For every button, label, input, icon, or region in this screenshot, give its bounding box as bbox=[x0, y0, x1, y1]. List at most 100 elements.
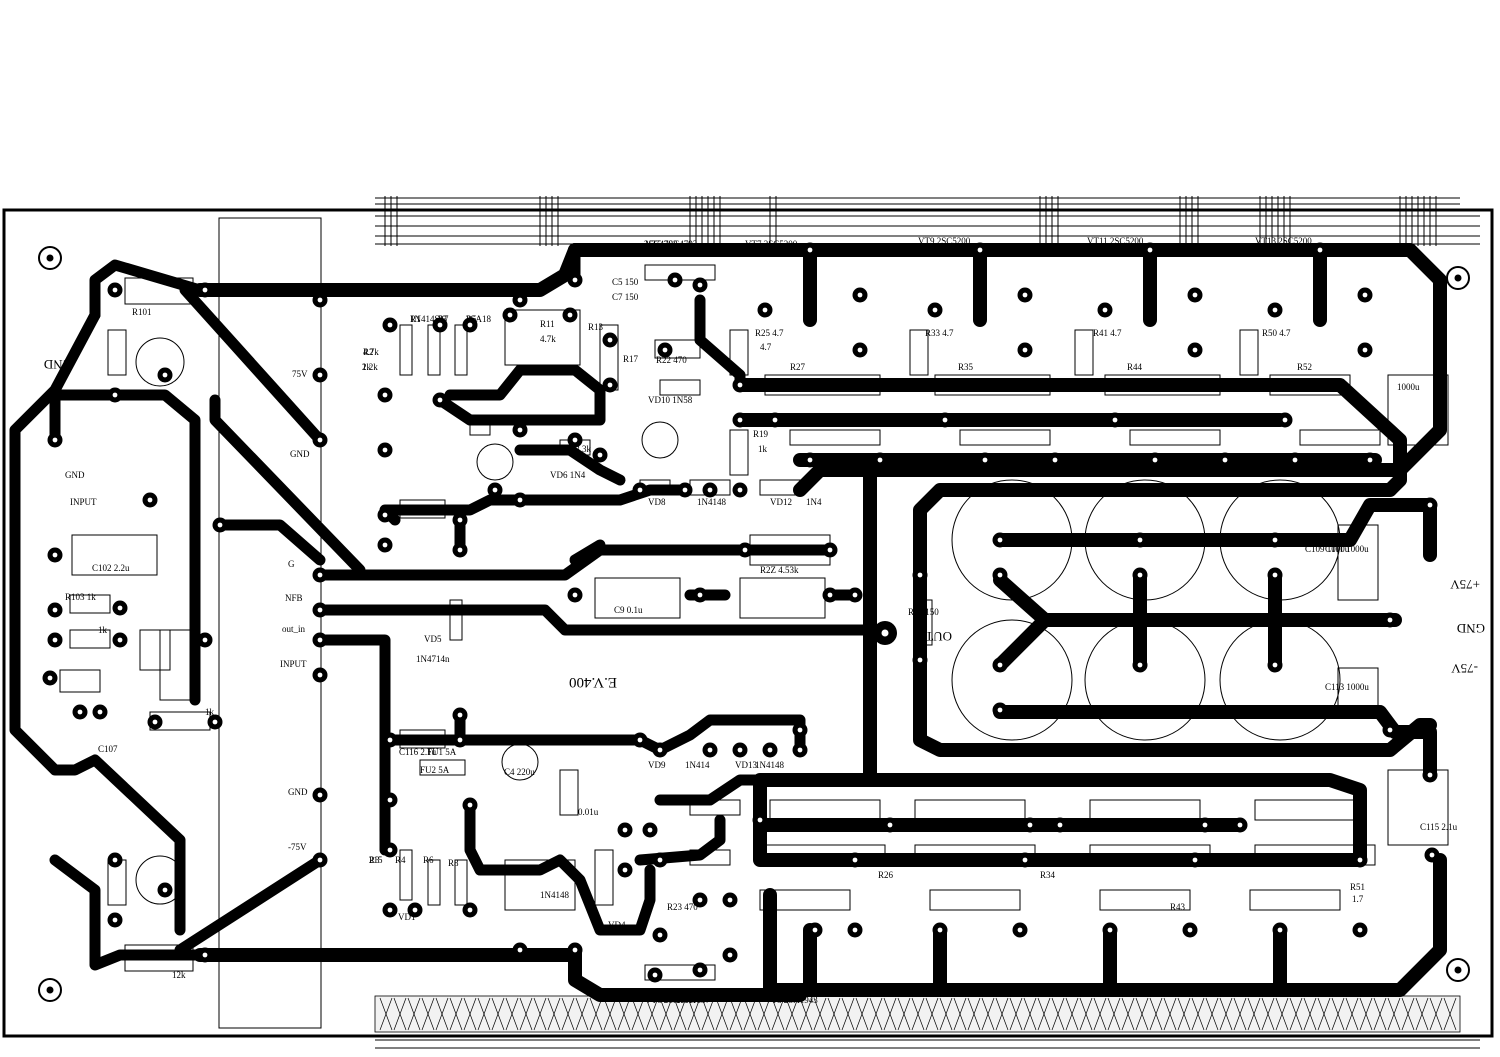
designator-label: 33 bbox=[438, 314, 448, 324]
designator-label: R51 bbox=[1350, 882, 1365, 892]
designator-label: VD6 1N4 bbox=[550, 470, 586, 480]
designator-label: 4.7 bbox=[760, 342, 772, 352]
designator-label: FU2 5A bbox=[420, 765, 450, 775]
designator-label: R35 bbox=[958, 362, 974, 372]
r103-label: R103 1k bbox=[65, 592, 96, 602]
designator-label: 1N414S bbox=[410, 314, 440, 324]
gnd-left-label: GND bbox=[44, 357, 72, 372]
r101-label: R101 bbox=[132, 307, 152, 317]
plus75-label: +75V bbox=[1450, 577, 1480, 592]
designator-label: 0.01u bbox=[578, 807, 599, 817]
solder-pads bbox=[42, 242, 1440, 983]
designator-label: R33 4.7 bbox=[925, 328, 954, 338]
designator-label: R5 bbox=[466, 314, 477, 324]
designator-label: R1 bbox=[410, 314, 421, 324]
designator-label: 2SA1837 bbox=[676, 995, 711, 1005]
designator-label: R27 bbox=[790, 362, 806, 372]
r102-label: 12k bbox=[172, 970, 186, 980]
designator-label: 2SC4793 bbox=[644, 239, 678, 249]
designator-label: 1N4714n bbox=[416, 654, 450, 664]
copper-traces bbox=[9, 243, 1447, 1002]
designator-label: 2SA18 bbox=[466, 314, 492, 324]
designator-label: 1k bbox=[758, 444, 768, 454]
strip-gnd-a-label: GND bbox=[290, 449, 310, 459]
designator-label: C4 220u bbox=[504, 767, 535, 777]
designator-label: R7 bbox=[438, 314, 449, 324]
designator-label: VT9 2SC5200 bbox=[918, 236, 971, 246]
strip-input-label: INPUT bbox=[280, 659, 307, 669]
designator-label: VT8 2SA1943 bbox=[765, 995, 818, 1005]
input-label: INPUT bbox=[70, 497, 97, 507]
designator-label: R11 bbox=[540, 319, 555, 329]
designator-label: R15 3.3k bbox=[558, 444, 592, 454]
designator-label: 1N4148 bbox=[540, 890, 569, 900]
strip-out-in-label: out_in bbox=[282, 624, 306, 634]
designator-label: VD4 bbox=[608, 920, 626, 930]
strip-75v-bottom-label: -75V bbox=[288, 842, 307, 852]
designator-label: R17 bbox=[623, 354, 639, 364]
designator-label: R25 4.7 bbox=[755, 328, 784, 338]
c102-label: C102 2.2u bbox=[92, 563, 130, 573]
strip-75v-label: 75V bbox=[292, 369, 308, 379]
designator-label: VD1 bbox=[398, 912, 416, 922]
designator-label: 2.2k bbox=[362, 362, 378, 372]
designator-label: VT13 2SC5200 bbox=[1255, 236, 1312, 246]
designator-label: R6 bbox=[423, 855, 434, 865]
designator-label: C109 1000u bbox=[1305, 544, 1350, 554]
input-gnd-label: GND bbox=[65, 470, 85, 480]
designator-label: VD12 bbox=[770, 497, 792, 507]
board-outline bbox=[2, 208, 1494, 1038]
mounting-holes bbox=[38, 246, 1470, 1002]
designator-label: R8 bbox=[448, 858, 459, 868]
bottom-heatsink-pattern bbox=[374, 995, 1480, 1049]
designator-label: VD10 1N58 bbox=[648, 395, 693, 405]
designator-label: R3 bbox=[369, 855, 380, 865]
designator-label: R23 470 bbox=[667, 902, 698, 912]
designator-label: C7 150 bbox=[612, 292, 639, 302]
designator-label: R2Z 4.53k bbox=[760, 565, 799, 575]
designator-label: VD5 bbox=[424, 634, 442, 644]
designator-label: 1000u bbox=[1397, 382, 1420, 392]
designator-label: C111 1000u bbox=[1325, 544, 1369, 554]
designator-label: 1N4148 bbox=[755, 760, 784, 770]
designator-label: 1k bbox=[362, 362, 372, 372]
designator-label: R26 bbox=[878, 870, 894, 880]
strip-g-label: G bbox=[288, 559, 295, 569]
designator-label: VT7 2SC5200 bbox=[745, 239, 798, 249]
designator-label: C115 2.1u bbox=[1420, 822, 1458, 832]
r106-label: 1k bbox=[205, 707, 215, 717]
filter-capacitors bbox=[135, 337, 1341, 905]
designator-label: FU1 5A bbox=[427, 747, 457, 757]
designator-label: C116 2.1u bbox=[399, 747, 437, 757]
designator-label: VT5 2SC4793 bbox=[645, 239, 698, 249]
designator-label: 1.7 bbox=[1352, 894, 1364, 904]
designator-label: R19 bbox=[753, 429, 769, 439]
designator-label: R44 bbox=[1127, 362, 1143, 372]
designator-label: 1N414 bbox=[685, 760, 710, 770]
designator-label: 4.7k bbox=[540, 334, 556, 344]
gnd-right-label: GND bbox=[1457, 621, 1485, 636]
board-title: E.V.400 bbox=[569, 674, 617, 690]
strip-gnd-b-label: GND bbox=[288, 787, 308, 797]
designator-label: C9 0.1u bbox=[614, 605, 643, 615]
designator-label: R2 bbox=[363, 347, 374, 357]
designator-label: 1N4 bbox=[806, 497, 822, 507]
designator-label: 215 bbox=[369, 855, 383, 865]
designator-label: R4 bbox=[395, 855, 406, 865]
designator-label: R22 470 bbox=[656, 355, 687, 365]
designator-label: R43 bbox=[1170, 902, 1186, 912]
designator-label: R21 150 bbox=[908, 607, 939, 617]
designator-label: VD9 bbox=[648, 760, 666, 770]
input-connector-strip bbox=[218, 217, 322, 1029]
designator-label: VT11 2SC5200 bbox=[1087, 236, 1144, 246]
designator-label: 1N4148 bbox=[697, 497, 726, 507]
designator-label: R34 bbox=[1040, 870, 1056, 880]
designator-label: R52 bbox=[1297, 362, 1312, 372]
silkscreen-labels: E.V.400 GND +75V GND -75V OUT 75V GND G … bbox=[44, 307, 1485, 980]
designator-label: 4.7k bbox=[363, 347, 379, 357]
designator-label: C113 1000u bbox=[1325, 682, 1369, 692]
designator-label: VT6 2SA1837 bbox=[645, 995, 698, 1005]
designator-label: VD13 bbox=[735, 760, 757, 770]
